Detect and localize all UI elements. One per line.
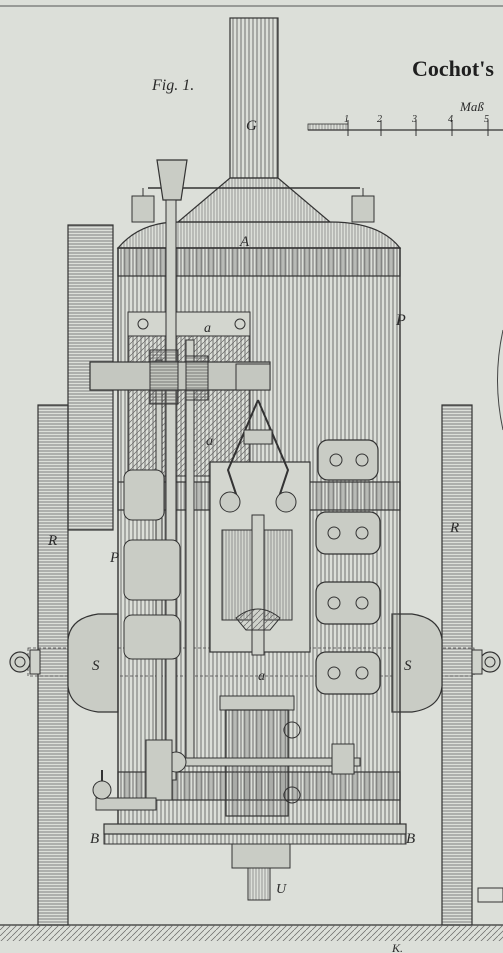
governor [131,159,375,223]
label-boiler-shell: P [395,312,406,329]
crosshead-linkage [219,399,297,656]
axle [9,647,501,677]
adjacent-figure-arc [497,329,503,431]
bottom-shaft [231,843,291,901]
adjacent-figure-box [477,887,503,903]
label-bottom-shaft: U [276,882,287,897]
left-valves [123,469,181,660]
scale-tick-5: 5 [484,114,489,125]
scale-tick-1: 1 [344,114,349,125]
label-chimney: G [246,118,257,134]
label-upper-frame: a [204,321,211,336]
drain-tap [92,770,157,811]
chimney [176,17,332,223]
scale-tick-2: 2 [377,114,382,125]
gear-train [89,349,271,405]
right-wheel [441,404,473,926]
pump-cylinder [219,695,301,817]
side-valves [315,439,381,695]
label-mid-frame: a [206,434,213,449]
scale-tick-4: 4 [448,114,453,125]
label-right-wheel: R [449,520,459,536]
plate-title: Cochot's [412,56,494,81]
label-lower-frame: a [258,669,265,684]
ground [0,924,503,941]
scale-label: Maß [459,99,484,114]
boiler-dome [116,221,402,249]
label-left-wheel: R [47,533,57,549]
label-base-left: B [90,831,99,847]
scale-tick-3: 3 [411,114,417,125]
label-left-pipe: P [109,550,119,566]
feed-pipe [145,739,361,801]
base-plate [103,823,407,845]
left-wheel [37,404,69,926]
label-right-hub: S [404,658,412,674]
label-left-hub: S [92,658,100,674]
footer-mark: K. [391,941,403,953]
scale-bar: 1 2 3 4 5 [307,114,503,136]
figure-label: Fig. 1. [151,77,194,94]
label-base-right: B [406,831,415,847]
label-dome: A [239,234,250,250]
